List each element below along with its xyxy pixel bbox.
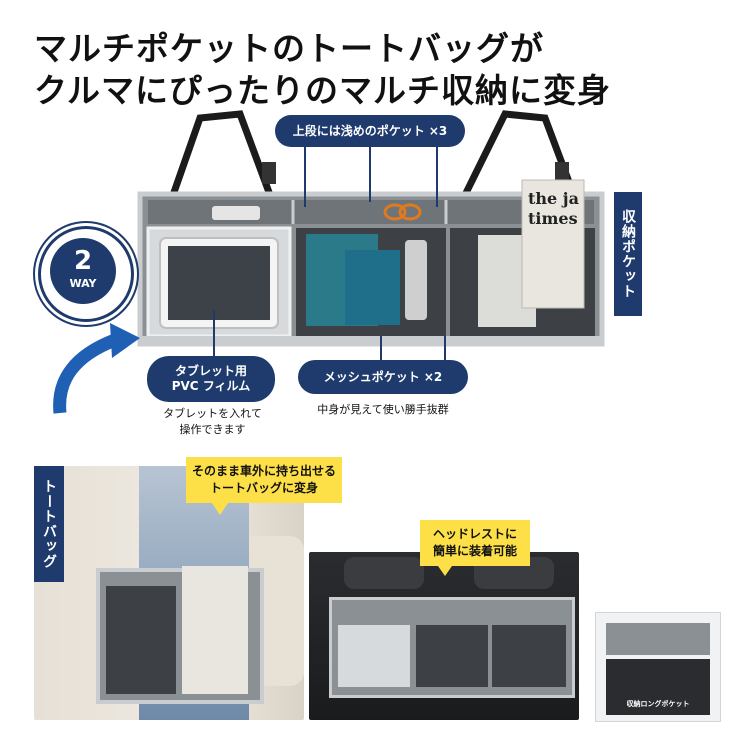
newspaper-title-1: the ja [528, 189, 579, 208]
tablet-note-line-2: 操作できます [179, 422, 246, 436]
car-organizer [329, 597, 575, 698]
tablet-pvc-label: タブレット用 PVC フィルム [147, 356, 275, 402]
package-label: 収納ロングポケット [626, 700, 690, 708]
bubble-pointer [438, 566, 452, 576]
rhodia-notebook [345, 250, 400, 325]
bubble-pointer [212, 503, 228, 515]
car-bubble-line-1: ヘッドレストに [432, 527, 517, 542]
tote-bag [96, 566, 264, 704]
callout-line [213, 310, 215, 358]
badge-word: WAY [69, 277, 97, 290]
left-buckle [262, 162, 276, 184]
right-buckle [555, 162, 569, 184]
headline-line-2: クルマにぴったりのマルチ収納に変身 [34, 71, 612, 110]
tablet-note-line-1: タブレットを入れて [163, 407, 262, 420]
right-strap [461, 110, 579, 200]
pill-case [405, 240, 427, 320]
badge-number: 2 [73, 246, 93, 276]
callout-line [369, 147, 371, 202]
tablet-pvc-line-1: タブレット用 [174, 364, 247, 378]
newspaper [521, 179, 585, 309]
tote-bag-tab: トートバッグ [34, 466, 64, 582]
mesh-pockets-label: メッシュポケット ×2 [298, 360, 468, 394]
left-strap [168, 110, 274, 200]
tote-bubble-line-2: トートバッグに変身 [209, 481, 318, 495]
two-way-badge: 2 WAY [38, 226, 134, 322]
car-bubble-line-2: 簡単に装着可能 [432, 544, 517, 558]
curved-arrow-icon [53, 323, 140, 414]
organizer-product-image: the ja times [137, 110, 605, 347]
callout-line [436, 147, 438, 207]
package-image: 収納ロングポケット [595, 612, 721, 722]
car-bubble: ヘッドレストに 簡単に装着可能 [420, 520, 530, 566]
headrest-left [344, 557, 424, 589]
tablet-note: タブレットを入れて 操作できます [140, 406, 285, 438]
power-bank [212, 206, 260, 220]
tote-bag-photo [34, 466, 304, 720]
callout-line [304, 147, 306, 207]
headline-line-1: マルチポケットのトートバッグが [34, 29, 544, 68]
car-photo [309, 552, 579, 720]
scissors [383, 203, 407, 221]
tablet-screen [168, 246, 270, 320]
tote-bubble: そのまま車外に持ち出せる トートバッグに変身 [186, 457, 342, 503]
callout-line [444, 336, 446, 360]
tablet-pvc-line-2: PVC フィルム [171, 379, 251, 393]
callout-line [380, 336, 382, 360]
mesh-note: 中身が見えて使い勝手抜群 [317, 403, 449, 416]
storage-pocket-tab: 収納ポケット [614, 192, 642, 316]
newspaper-title-2: times [528, 209, 578, 228]
upper-pockets-label: 上段には浅めのポケット ×3 [275, 115, 465, 147]
tote-bubble-line-1: そのまま車外に持ち出せる [191, 464, 336, 479]
